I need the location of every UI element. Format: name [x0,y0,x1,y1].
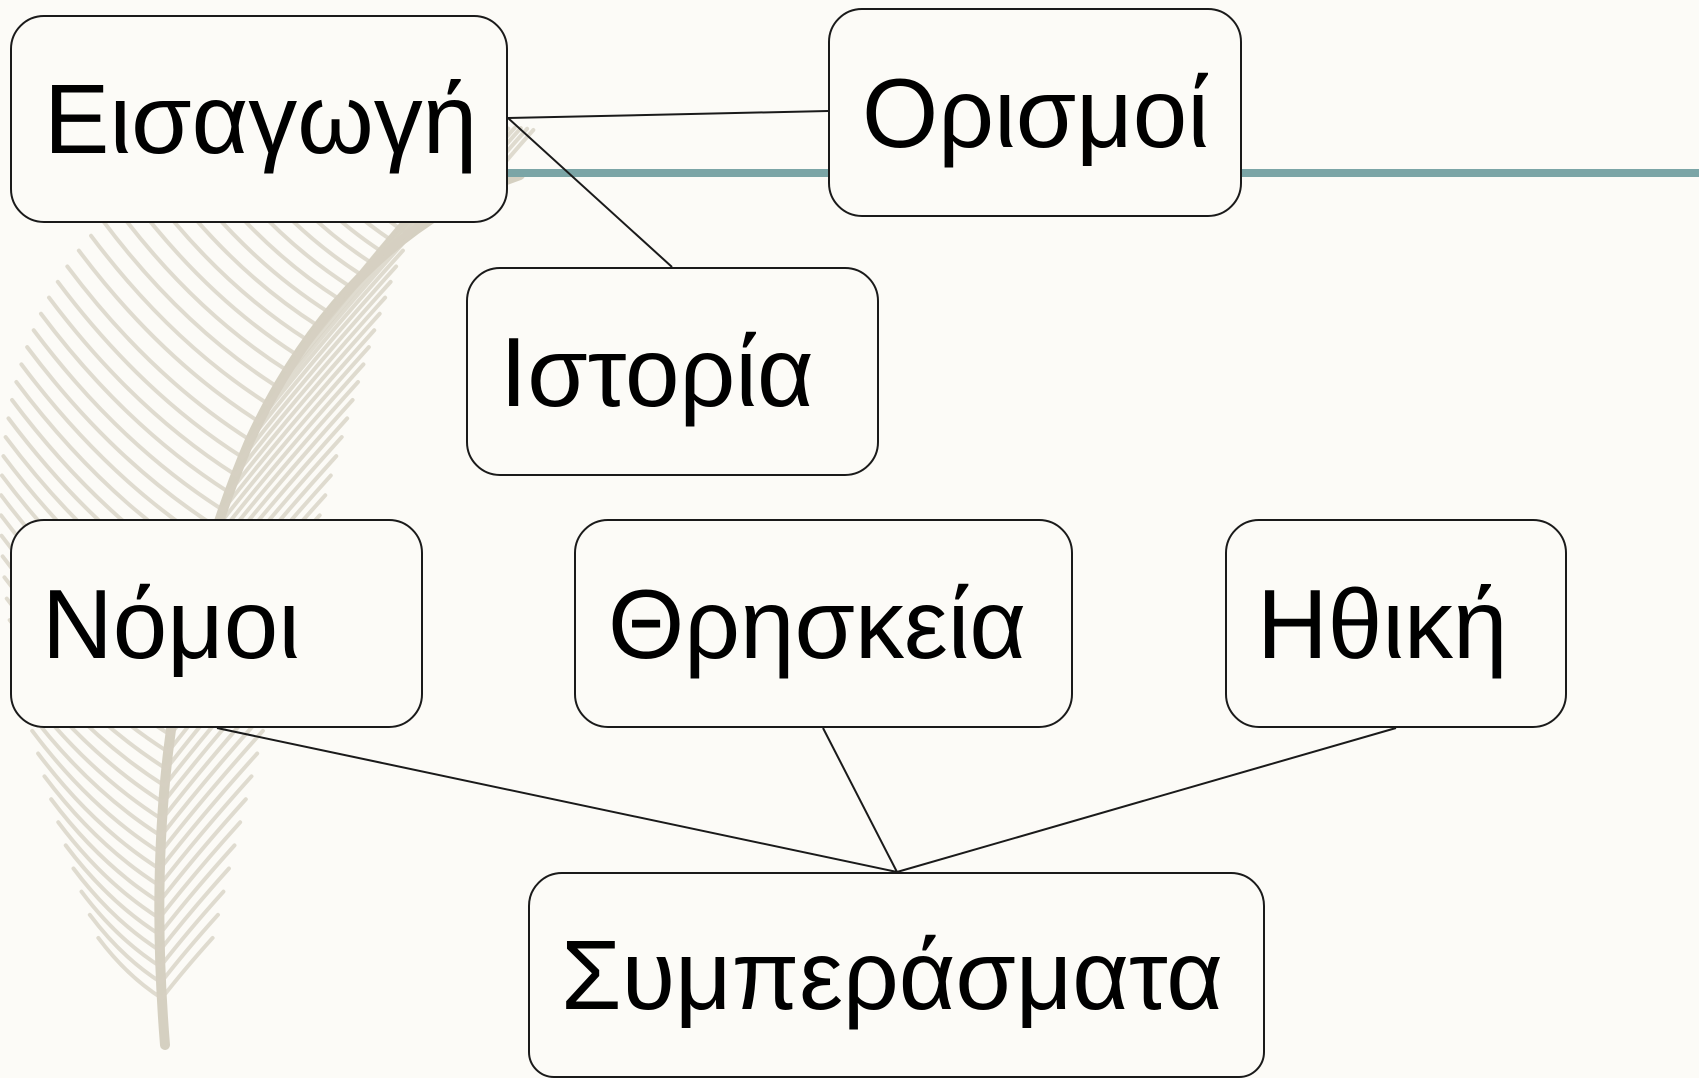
feather-barb [76,248,261,424]
feather-barb [214,345,371,530]
feather-barb [87,912,164,985]
node-istoria[interactable]: Ιστορία [466,267,879,476]
feather-barb [36,751,162,872]
feather-barb [47,295,238,477]
feather-barb [55,279,245,460]
feather-barb [233,295,388,477]
node-label: Ιστορία [500,316,814,427]
feather-barb [157,843,237,937]
node-label: Εισαγωγή [44,64,478,174]
feather-barb [79,889,163,969]
feather-barb [159,935,215,1001]
node-label: Συμπεράσματα [561,920,1223,1030]
feather-barb [157,774,254,888]
connector-eisagogi-istoria [507,117,673,268]
node-orismoi[interactable]: Ορισμοί [828,8,1242,217]
feather-barb [115,207,290,373]
feather-barb [49,797,162,904]
feather-barb [240,279,393,460]
node-label: Ορισμοί [862,57,1209,168]
feather-barb [42,774,162,888]
feather-barb [96,935,164,1001]
feather-barb [25,345,219,530]
node-label: Νόμοι [42,568,301,679]
feather-barb [158,728,265,855]
feather-barb [101,220,280,389]
connector-eisagogi-orismoi [507,110,829,119]
feather-barb [220,328,377,512]
feather-barb [30,728,163,855]
feather-barb [256,248,405,424]
node-ithiki[interactable]: Ηθική [1225,519,1567,728]
feather-barb [63,843,162,937]
feather-barb [248,264,399,442]
connector-nomoi-symperasmata [216,727,898,873]
feather-barb [266,233,412,406]
feather-barb [71,866,162,953]
node-label: Ηθική [1257,568,1508,679]
connector-ithiki-symperasmata [896,727,1397,873]
feather-barb [56,820,162,921]
feather-barb [158,889,226,969]
connector-thriskeia-symperasmata [822,727,898,873]
feather-barb [38,311,232,495]
feather-barb [31,328,225,512]
node-nomoi[interactable]: Νόμοι [10,519,423,728]
node-label: Θρησκεία [608,568,1027,679]
node-thriskeia[interactable]: Θρησκεία [574,519,1073,728]
feather-barb [157,820,243,921]
feather-barb [65,264,252,442]
node-symperasmata[interactable]: Συμπεράσματα [528,872,1265,1078]
feather-barb [159,912,220,985]
node-eisagogi[interactable]: Εισαγωγή [10,15,508,223]
feather-barb [157,751,260,872]
feather-barb [157,797,248,904]
feather-barb [89,233,271,406]
feather-barb [157,866,231,953]
feather-barb [227,311,382,495]
